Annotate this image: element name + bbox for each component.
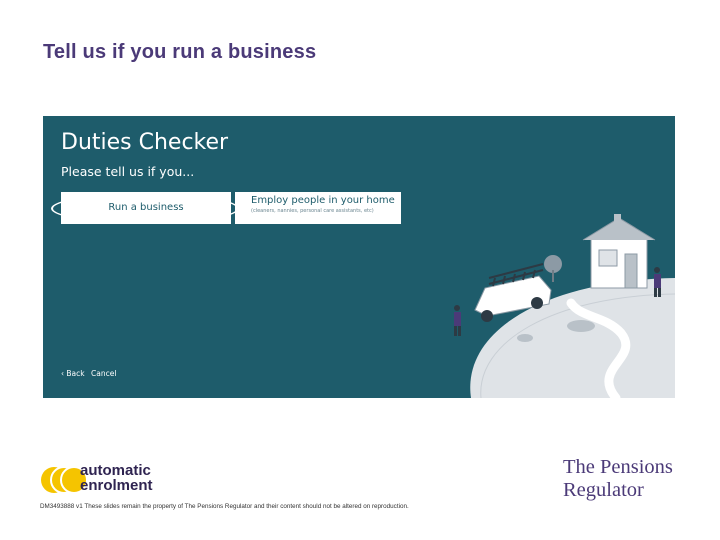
run-a-business-button[interactable]: Run a business bbox=[61, 192, 231, 224]
person-left-graphic bbox=[454, 305, 461, 336]
employ-people-label: Employ people in your home bbox=[251, 195, 395, 206]
employ-people-at-home-button[interactable]: Employ people in your home (cleaners, na… bbox=[235, 192, 401, 224]
duties-checker-subtitle: Please tell us if you... bbox=[61, 164, 195, 179]
slide-title: Tell us if you run a business bbox=[43, 41, 317, 63]
person-right-graphic bbox=[654, 267, 661, 297]
pensions-regulator-logo: The Pensions Regulator bbox=[563, 456, 673, 502]
employ-people-sublabel: (cleaners, nannies, personal care assist… bbox=[251, 208, 374, 214]
automatic-enrolment-circles-icon bbox=[41, 466, 88, 494]
duties-checker-title: Duties Checker bbox=[61, 130, 229, 155]
ae-logo-line2: enrolment bbox=[80, 477, 153, 494]
tpr-logo-line2: Regulator bbox=[563, 479, 644, 501]
ae-logo-line1: automatic bbox=[80, 462, 151, 479]
tpr-logo-line1: The Pensions bbox=[563, 456, 673, 478]
back-link[interactable]: ‹ Back bbox=[61, 369, 85, 378]
van-graphic bbox=[474, 263, 552, 322]
house-graphic bbox=[582, 214, 656, 289]
duties-checker-panel: Duties Checker Please tell us if you... … bbox=[43, 116, 675, 398]
cancel-link[interactable]: Cancel bbox=[91, 369, 117, 378]
footer-note: DM3493888 v1 These slides remain the pro… bbox=[40, 503, 409, 510]
hill-house-illustration bbox=[454, 214, 675, 398]
